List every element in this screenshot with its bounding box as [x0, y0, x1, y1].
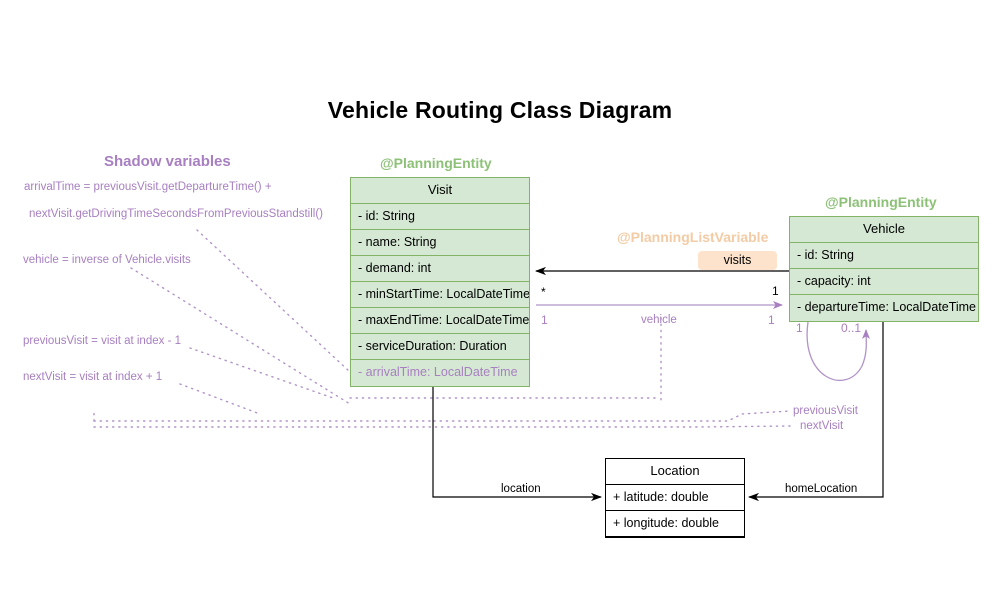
visit-field-service-duration: - serviceDuration: Duration	[351, 334, 529, 360]
visit-field-demand: - demand: int	[351, 256, 529, 282]
edge-label-previous-visit: previousVisit	[793, 405, 858, 417]
class-name-visit: Visit	[351, 178, 529, 204]
vehicle-field-capacity: - capacity: int	[790, 269, 978, 295]
shadow-variable-line-1: arrivalTime = previousVisit.getDeparture…	[24, 181, 272, 193]
edge-label-vehicle: vehicle	[641, 314, 677, 326]
shadow-variable-line-2: nextVisit.getDrivingTimeSecondsFromPrevi…	[29, 208, 323, 220]
shadow-variable-line-4: previousVisit = visit at index - 1	[23, 335, 181, 347]
shadow-variable-line-5: nextVisit = visit at index + 1	[23, 371, 163, 383]
multiplicity-self-loop-left: 1	[796, 321, 803, 335]
edge-previous-visit	[93, 410, 791, 422]
multiplicity-self-loop-right: 0..1	[841, 321, 862, 335]
vehicle-field-id: - id: String	[790, 243, 978, 269]
visit-field-id: - id: String	[351, 204, 529, 230]
class-name-vehicle: Vehicle	[790, 217, 978, 243]
class-box-visit[interactable]: Visit - id: String - name: String - dema…	[350, 177, 530, 387]
edge-label-location: location	[501, 483, 541, 495]
page-title: Vehicle Routing Class Diagram	[327, 97, 673, 123]
edge-panel-diagonals	[179, 347, 334, 415]
shadow-variables-title: Shadow variables	[104, 153, 231, 170]
edge-next-visit	[93, 425, 791, 428]
location-field-longitude: + longitude: double	[606, 511, 744, 537]
stereotype-vehicle: @PlanningEntity	[825, 194, 937, 210]
class-box-location[interactable]: Location + latitude: double + longitude:…	[605, 458, 745, 538]
shadow-variable-line-3: vehicle = inverse of Vehicle.visits	[23, 254, 191, 266]
multiplicity-visits-source: *	[541, 285, 546, 299]
visit-field-name: - name: String	[351, 230, 529, 256]
multiplicity-visits-target: 1	[772, 284, 779, 298]
multiplicity-vehicle-target: 1	[768, 313, 775, 327]
visit-field-min-start-time: - minStartTime: LocalDateTime	[351, 282, 529, 308]
badge-visits: visits	[698, 251, 777, 270]
edge-location	[432, 386, 602, 502]
visit-field-max-end-time: - maxEndTime: LocalDateTime	[351, 308, 529, 334]
class-name-location: Location	[606, 459, 744, 485]
visit-field-arrival-time: - arrivalTime: LocalDateTime	[358, 365, 518, 379]
location-field-latitude: + latitude: double	[606, 485, 744, 511]
stereotype-planning-list-variable: @PlanningListVariable	[617, 229, 769, 245]
edge-label-home-location: homeLocation	[785, 483, 858, 495]
edge-label-next-visit: nextVisit	[800, 420, 844, 432]
stereotype-visit: @PlanningEntity	[380, 155, 492, 171]
vehicle-field-departure-time: - departureTime: LocalDateTime	[797, 300, 977, 314]
class-box-vehicle[interactable]: Vehicle - id: String - capacity: int - d…	[789, 216, 979, 322]
multiplicity-vehicle-source: 1	[541, 313, 548, 327]
